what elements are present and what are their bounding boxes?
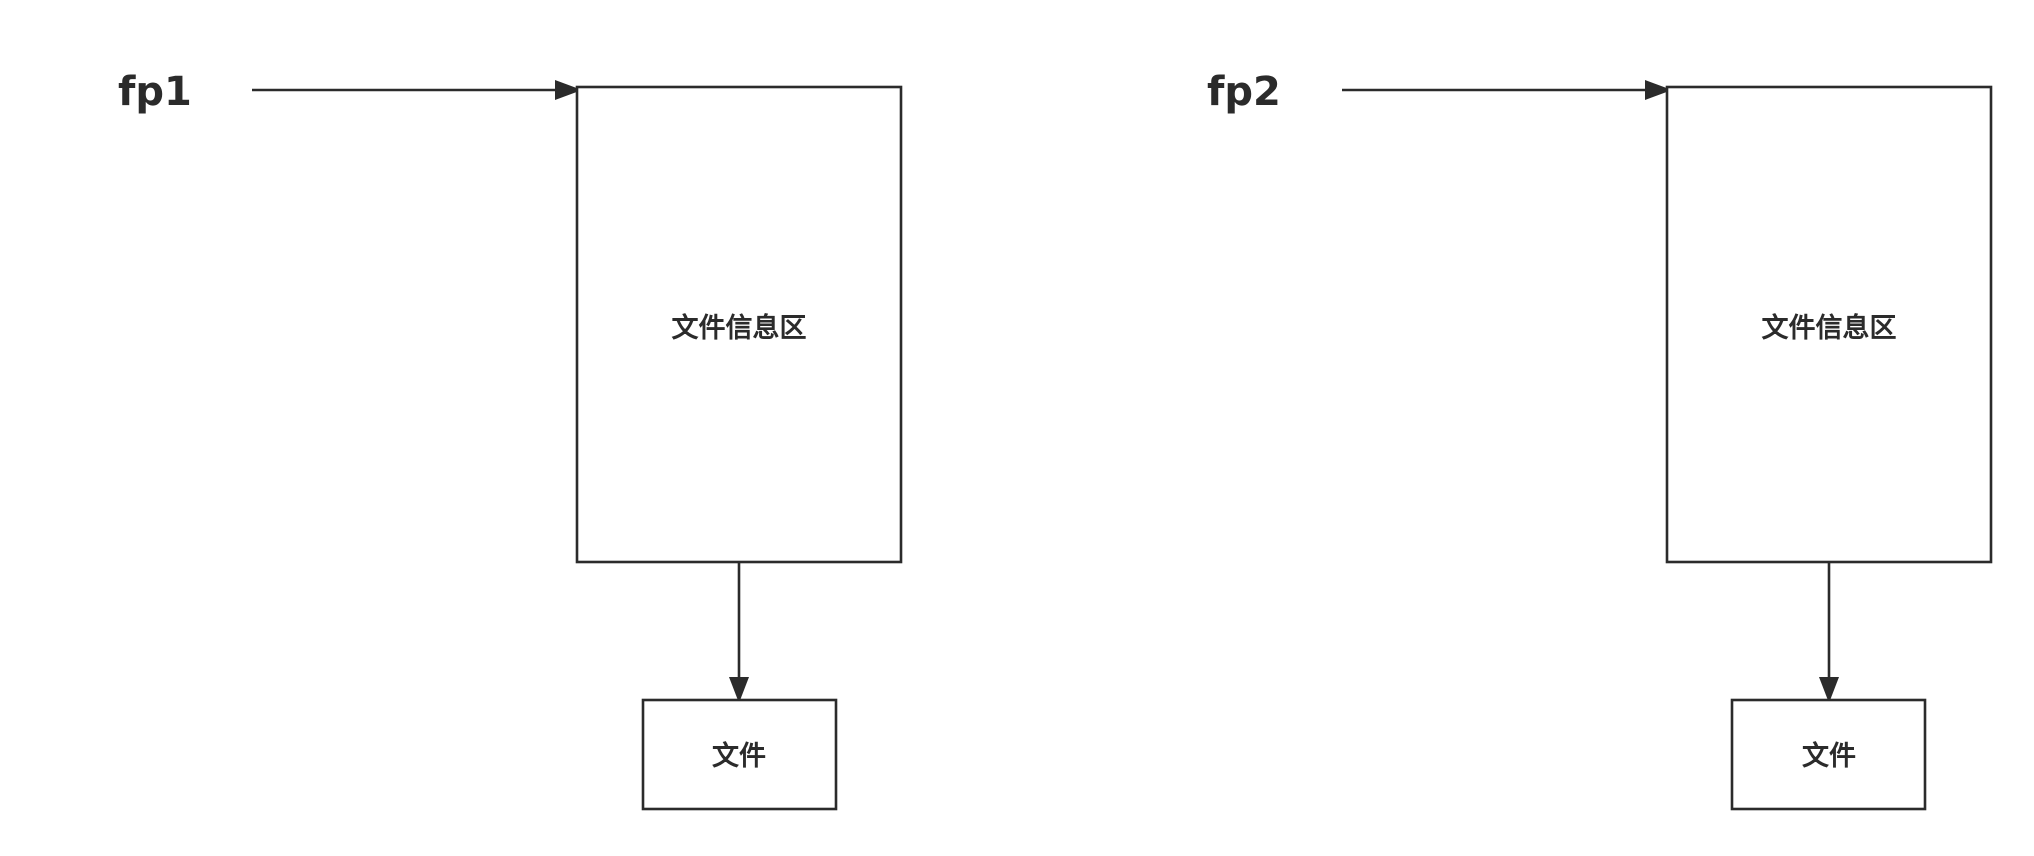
pointer-group-1: fp1 文件信息区 文件: [118, 69, 903, 811]
file-box-1: [641, 698, 838, 811]
pointer-label-fp2: fp2: [1207, 69, 1281, 115]
pointer-group-2: fp2 文件信息区 文件: [1207, 69, 1993, 811]
file-info-label-1: 文件信息区: [672, 312, 807, 344]
pointer-label-fp1: fp1: [118, 69, 192, 115]
file-box-2: [1730, 698, 1927, 811]
file-info-label-2: 文件信息区: [1762, 312, 1897, 344]
pointer-arrowhead-1: [555, 80, 582, 100]
file-label-1: 文件: [712, 740, 766, 772]
file-info-box-2: [1665, 85, 1993, 564]
pointer-arrowhead-2: [1645, 80, 1672, 100]
info-to-file-arrowhead-2: [1819, 677, 1839, 703]
file-label-2: 文件: [1802, 740, 1856, 772]
file-info-box-1: [575, 85, 903, 564]
info-to-file-arrowhead-1: [729, 677, 749, 703]
